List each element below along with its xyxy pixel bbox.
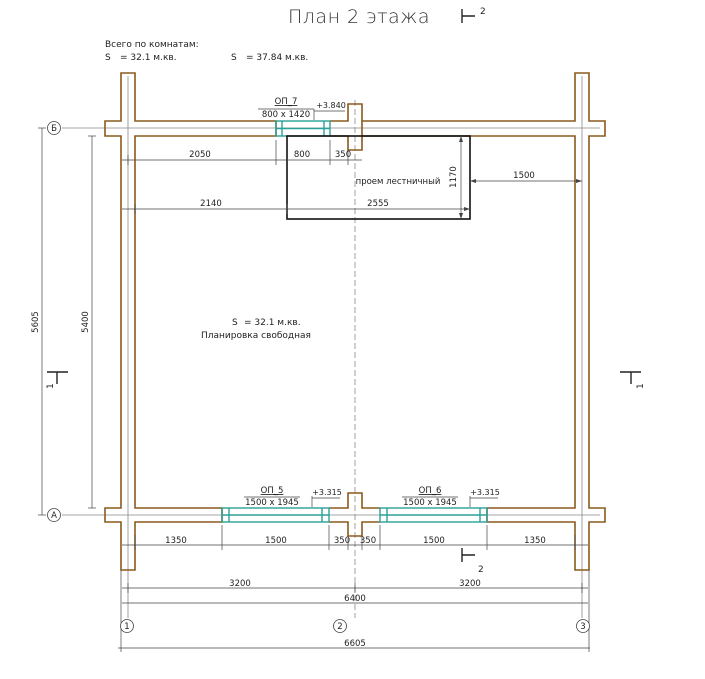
summary-heading: Всего по комнатам: <box>105 40 199 50</box>
dim-1500-right: 1500 <box>423 536 445 546</box>
axis-bubble-3 <box>576 619 590 633</box>
opening-op6-size: 1500 x 1945 <box>403 498 457 508</box>
windows <box>221 120 488 523</box>
axis-bubble-b <box>47 121 61 135</box>
axis-label-2: 2 <box>337 622 342 632</box>
dim-1500-stair: 1500 <box>513 171 535 181</box>
grid-lines <box>62 76 600 618</box>
dim-2050: 2050 <box>189 150 211 160</box>
axis-bubble-a <box>47 508 61 522</box>
opening-op5-size: 1500 x 1945 <box>245 498 299 508</box>
summary-s-label-2: S <box>231 53 237 63</box>
summary-s-label-1: S <box>105 53 111 63</box>
stair-opening <box>286 135 471 220</box>
bottom-wall-post <box>329 492 380 537</box>
opening-leaders <box>244 108 498 507</box>
axis-label-3: 3 <box>580 622 585 632</box>
dimension-lines <box>38 127 590 652</box>
dim-2140: 2140 <box>200 199 222 209</box>
section-number-left: 1 <box>46 383 56 389</box>
window-op6 <box>379 507 488 523</box>
section-number-bottom: 2 <box>478 565 484 575</box>
section-marks <box>47 9 641 562</box>
axis-bubble-1 <box>120 619 134 633</box>
dim-5605: 5605 <box>31 311 41 333</box>
dim-2555: 2555 <box>367 199 389 209</box>
summary-s-value-2: = 37.84 м.кв. <box>246 53 309 63</box>
page-title: План 2 этажа <box>288 6 431 28</box>
section-mark-right <box>620 371 641 384</box>
dim-1350-left: 1350 <box>165 536 187 546</box>
dim-1350-right: 1350 <box>524 536 546 546</box>
axis-label-a: А <box>51 511 57 521</box>
room-layout-note: Планировка свободная <box>201 331 311 341</box>
dim-800: 800 <box>294 150 310 160</box>
dim-6605: 6605 <box>344 639 366 649</box>
dimension-ticks <box>459 136 582 219</box>
section-number-top: 2 <box>480 7 486 17</box>
axis-label-1: 1 <box>124 622 129 632</box>
axis-label-b: Б <box>51 124 57 134</box>
opening-op5-level: +3.315 <box>312 488 342 497</box>
axis-bubble-2 <box>333 619 347 633</box>
section-number-right: 1 <box>636 383 646 389</box>
window-op5 <box>221 507 330 523</box>
opening-op5-id: ОП_5 <box>261 486 284 496</box>
stair-opening-label: проем лестничный <box>356 177 441 187</box>
section-mark-bottom <box>461 548 475 562</box>
dim-1170: 1170 <box>449 166 459 188</box>
room-area-value: = 32.1 м.кв. <box>244 318 301 328</box>
opening-op7-level: +3.840 <box>316 101 346 110</box>
dim-350-b: 350 <box>360 536 376 546</box>
opening-op7-id: ОП_7 <box>275 97 298 107</box>
dim-3200-right: 3200 <box>459 579 481 589</box>
dim-6400: 6400 <box>344 594 366 604</box>
opening-op7-size: 800 x 1420 <box>262 110 310 120</box>
dim-350-a: 350 <box>334 536 350 546</box>
window-op7 <box>275 120 331 137</box>
dim-5400: 5400 <box>81 311 91 333</box>
drawing-text: Б А 1 2 3 2 2 1 1 ОП_7 800 x 1420 +3.840… <box>31 7 646 649</box>
dim-1500-left: 1500 <box>265 536 287 546</box>
opening-op6-level: +3.315 <box>470 488 500 497</box>
opening-op6-id: ОП_6 <box>419 486 442 496</box>
dim-350-top: 350 <box>335 150 351 160</box>
section-mark-top <box>461 9 475 23</box>
room-area-s: S <box>232 318 238 328</box>
section-mark-left <box>47 371 68 384</box>
axis-bubbles <box>47 121 590 633</box>
dim-3200-left: 3200 <box>229 579 251 589</box>
summary-s-value-1: = 32.1 м.кв. <box>120 53 177 63</box>
